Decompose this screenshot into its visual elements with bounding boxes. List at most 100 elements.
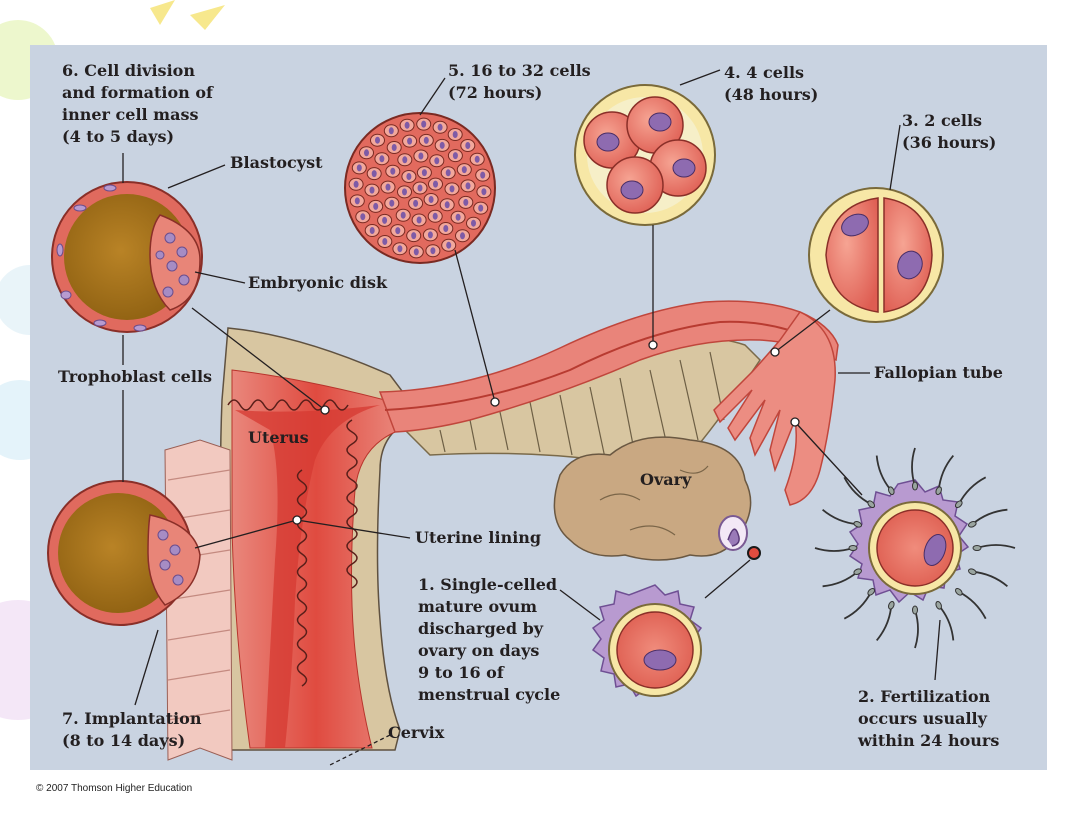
morula-nucleus xyxy=(407,137,413,145)
leader-lines xyxy=(122,69,941,766)
morula-nucleus xyxy=(382,238,388,245)
morula-nucleus xyxy=(432,212,438,220)
morula-nucleus xyxy=(411,232,417,240)
morula-nucleus xyxy=(404,121,410,129)
morula-nucleus xyxy=(445,169,451,177)
morula-nucleus xyxy=(433,180,438,188)
label-stage-3-two-cells: 3. 2 cells (36 hours) xyxy=(902,111,997,152)
morula-nucleus xyxy=(354,197,360,205)
morula-nucleus xyxy=(439,141,445,149)
fertilization-ovum xyxy=(848,479,970,604)
morula-nucleus xyxy=(395,227,401,235)
uterine-cavity xyxy=(235,405,380,748)
morula-nucleus xyxy=(360,213,366,221)
morula-nucleus xyxy=(471,219,476,227)
label-uterus: Uterus xyxy=(248,428,309,447)
morula-nucleus xyxy=(460,232,465,240)
morula-nucleus xyxy=(416,216,422,224)
fallopian-tube-lumen xyxy=(384,320,811,411)
morula-nucleus xyxy=(465,142,471,149)
fimbriae xyxy=(713,311,836,506)
morula-nucleus xyxy=(437,123,443,131)
label-embryonic-disk: Embryonic disk xyxy=(248,273,388,292)
morula-nucleus xyxy=(364,149,369,157)
label-stage-5-morula: 5. 16 to 32 cells (72 hours) xyxy=(448,61,591,102)
morula-nucleus xyxy=(385,183,391,191)
blastocyst-cell xyxy=(51,181,203,333)
morula-nucleus xyxy=(480,171,486,179)
sperm-head xyxy=(935,600,942,610)
morula-nucleus xyxy=(455,213,461,221)
morula-nucleus xyxy=(369,227,375,234)
morula-nucleus xyxy=(423,136,429,144)
label-blastocyst: Blastocyst xyxy=(230,153,323,172)
morula-nucleus xyxy=(402,156,408,164)
morula-nucleus xyxy=(406,173,412,180)
morula-nucleus xyxy=(369,186,375,194)
label-uterine-lining: Uterine lining xyxy=(415,528,542,547)
morula-nucleus xyxy=(421,169,427,177)
label-stage-4-four-cells: 4. 4 cells (48 hours) xyxy=(724,63,819,104)
uterine-lining-squiggle-vertical xyxy=(346,419,358,589)
label-trophoblast-cells: Trophoblast cells xyxy=(58,367,213,386)
morula-nucleus xyxy=(417,184,423,192)
morula-nucleus xyxy=(449,185,455,193)
morula-nucleus xyxy=(379,155,385,163)
sperm-head xyxy=(967,568,977,575)
sperm-head xyxy=(867,587,876,596)
morula-nucleus xyxy=(421,120,427,128)
morula-nucleus xyxy=(427,231,433,239)
morula-nucleus xyxy=(434,157,440,165)
sperm-head xyxy=(867,500,876,509)
sperm-head xyxy=(888,600,895,610)
morula-nucleus xyxy=(430,247,436,255)
morula-nucleus xyxy=(397,245,403,253)
morula-nucleus xyxy=(463,198,469,206)
label-ovary: Ovary xyxy=(640,470,692,489)
morula-nucleus xyxy=(452,131,458,138)
sperm-head xyxy=(853,521,863,528)
ovary-texture xyxy=(599,465,709,536)
sperm-head xyxy=(954,500,963,509)
single-celled-ovum xyxy=(591,584,703,698)
morula-nucleus xyxy=(390,167,396,175)
sperm-head xyxy=(935,486,942,496)
morula-nucleus xyxy=(418,152,424,160)
morula-nucleus xyxy=(356,164,362,172)
sperm-cells xyxy=(814,447,1016,649)
embryo-2-cells xyxy=(808,187,944,323)
morula-nucleus xyxy=(375,136,380,144)
implanting-blastocyst xyxy=(47,480,201,626)
sperm-head xyxy=(912,481,918,491)
uterine-lining-squiggle-inner xyxy=(296,469,308,687)
morula-nucleus xyxy=(461,166,467,174)
copyright-notice: © 2007 Thomson Higher Education xyxy=(36,783,193,794)
morula-nucleus xyxy=(444,201,450,209)
sperm-head xyxy=(912,605,918,615)
morula-nucleus xyxy=(389,199,395,207)
sperm-head xyxy=(967,521,977,528)
morula-nucleus xyxy=(373,202,379,210)
morula-nucleus xyxy=(446,241,452,249)
morula-nucleus xyxy=(400,211,406,219)
sperm-head xyxy=(853,568,863,575)
label-stage-1-ovum: 1. Single-celled mature ovum discharged … xyxy=(418,575,561,704)
morula-nucleus xyxy=(413,248,419,256)
morula-nucleus xyxy=(388,127,394,135)
morula-nucleus xyxy=(428,196,434,203)
morula-nucleus xyxy=(382,216,388,224)
label-stage-2-fertilization: 2. Fertilization occurs usually within 2… xyxy=(858,687,1000,750)
morula-nucleus xyxy=(478,204,484,212)
sperm-head xyxy=(888,486,895,496)
label-cervix: Cervix xyxy=(388,723,445,742)
morula-nucleus xyxy=(443,225,449,232)
morula-nucleus xyxy=(371,170,377,178)
morula-nucleus xyxy=(353,180,359,188)
morula-nucleus xyxy=(413,199,419,207)
morula-nucleus xyxy=(452,152,458,160)
morula-nucleus xyxy=(481,188,487,196)
label-fallopian-tube: Fallopian tube xyxy=(874,363,1003,382)
sperm-head xyxy=(972,545,982,551)
